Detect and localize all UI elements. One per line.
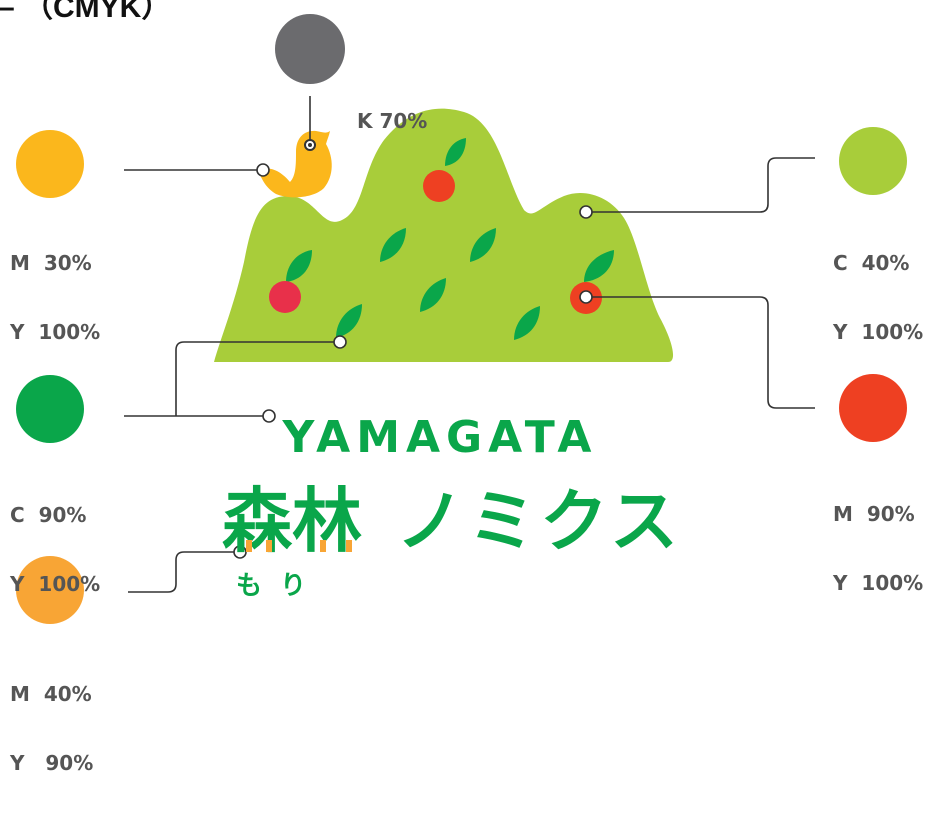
color-guide: – （CMYK） xyxy=(0,0,923,775)
swatch-green xyxy=(16,375,84,443)
connector-yellow-green xyxy=(586,157,815,213)
label-black: K 70% xyxy=(357,64,427,179)
connector-orange xyxy=(128,551,240,593)
bird-icon xyxy=(258,130,332,198)
swatch-orange xyxy=(16,556,84,624)
page-title: – （CMYK） xyxy=(0,0,172,24)
label-yellow: M 30% Y 100% xyxy=(10,206,100,390)
leaf-icon xyxy=(584,250,614,282)
label-orange: M 40% Y 90% xyxy=(10,637,93,821)
label-red-line1: M 90% xyxy=(833,502,915,526)
leaf-icon xyxy=(470,228,496,262)
logo-ruby: も り xyxy=(236,571,306,601)
label-yellow-green-line2: Y 100% xyxy=(833,320,924,344)
connector-lines xyxy=(124,96,815,593)
label-yellow-green-line1: C 40% xyxy=(833,251,910,275)
connector-green xyxy=(124,341,340,417)
leaf-icon xyxy=(380,228,406,262)
fruit-icon xyxy=(423,170,455,202)
leaf-icon xyxy=(514,306,540,340)
fruit-icon xyxy=(269,281,301,313)
label-yellow-line1: M 30% xyxy=(10,251,92,275)
swatch-yellow xyxy=(16,130,84,198)
leaf-icon xyxy=(420,278,446,312)
label-orange-line1: M 40% xyxy=(10,682,92,706)
leaf-icon xyxy=(445,138,466,166)
leaf-icon xyxy=(336,304,362,338)
label-red-line2: Y 100% xyxy=(833,571,924,595)
label-yellow-line2: Y 100% xyxy=(10,320,101,344)
label-green-line1: C 90% xyxy=(10,503,87,527)
logo-wordmark: YAMAGATA xyxy=(282,412,598,463)
mountain-shape xyxy=(214,108,674,362)
logo-kanji: 森林 xyxy=(222,480,362,562)
label-black-line1: K 70% xyxy=(357,109,428,133)
tree-trunks xyxy=(246,540,352,552)
label-red: M 90% Y 100% xyxy=(833,457,923,641)
label-green: C 90% Y 100% xyxy=(10,458,100,642)
connector-ends xyxy=(233,163,593,559)
swatch-red xyxy=(839,374,907,442)
leaves xyxy=(286,138,614,340)
swatch-yellow-green xyxy=(839,127,907,195)
leaf-icon xyxy=(286,250,312,282)
label-yellow-green: C 40% Y 100% xyxy=(833,206,923,390)
label-green-line2: Y 100% xyxy=(10,572,101,596)
diagram-canvas: YAMAGATA 森林 ノミクス も り xyxy=(16,14,907,624)
swatch-black xyxy=(275,14,345,84)
label-orange-line2: Y 90% xyxy=(10,751,94,775)
connector-red xyxy=(586,296,815,409)
logo-katakana: ノミクス xyxy=(396,483,682,562)
